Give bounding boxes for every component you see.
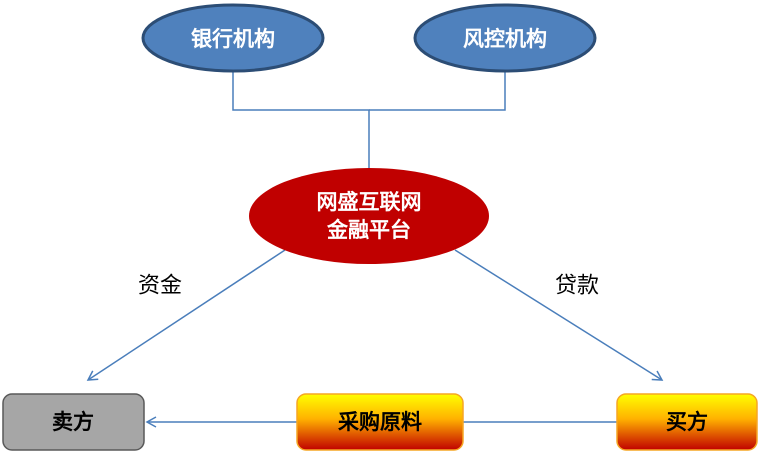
procurement-node: 采购原料 <box>296 393 464 451</box>
bank-node: 银行机构 <box>141 3 325 73</box>
loan-arrow <box>454 249 664 381</box>
risk-control-label: 风控机构 <box>463 27 547 51</box>
buyer-label: 买方 <box>666 410 708 434</box>
seller-node: 卖方 <box>2 393 145 451</box>
loan-label: 贷款 <box>555 274 599 299</box>
platform-label-line1: 网盛互联网 <box>317 190 422 214</box>
procurement-label: 采购原料 <box>338 410 422 434</box>
bank-connector <box>232 65 370 170</box>
platform-node: 网盛互联网 金融平台 <box>249 168 489 264</box>
buyer-node: 买方 <box>616 393 758 451</box>
bank-label: 银行机构 <box>191 27 275 51</box>
funds-arrow <box>86 249 286 381</box>
platform-label-line2: 金融平台 <box>326 218 411 242</box>
risk-control-connector <box>369 65 506 111</box>
risk-control-node: 风控机构 <box>413 3 597 73</box>
seller-label: 卖方 <box>52 410 94 434</box>
funds-label: 资金 <box>138 274 182 299</box>
